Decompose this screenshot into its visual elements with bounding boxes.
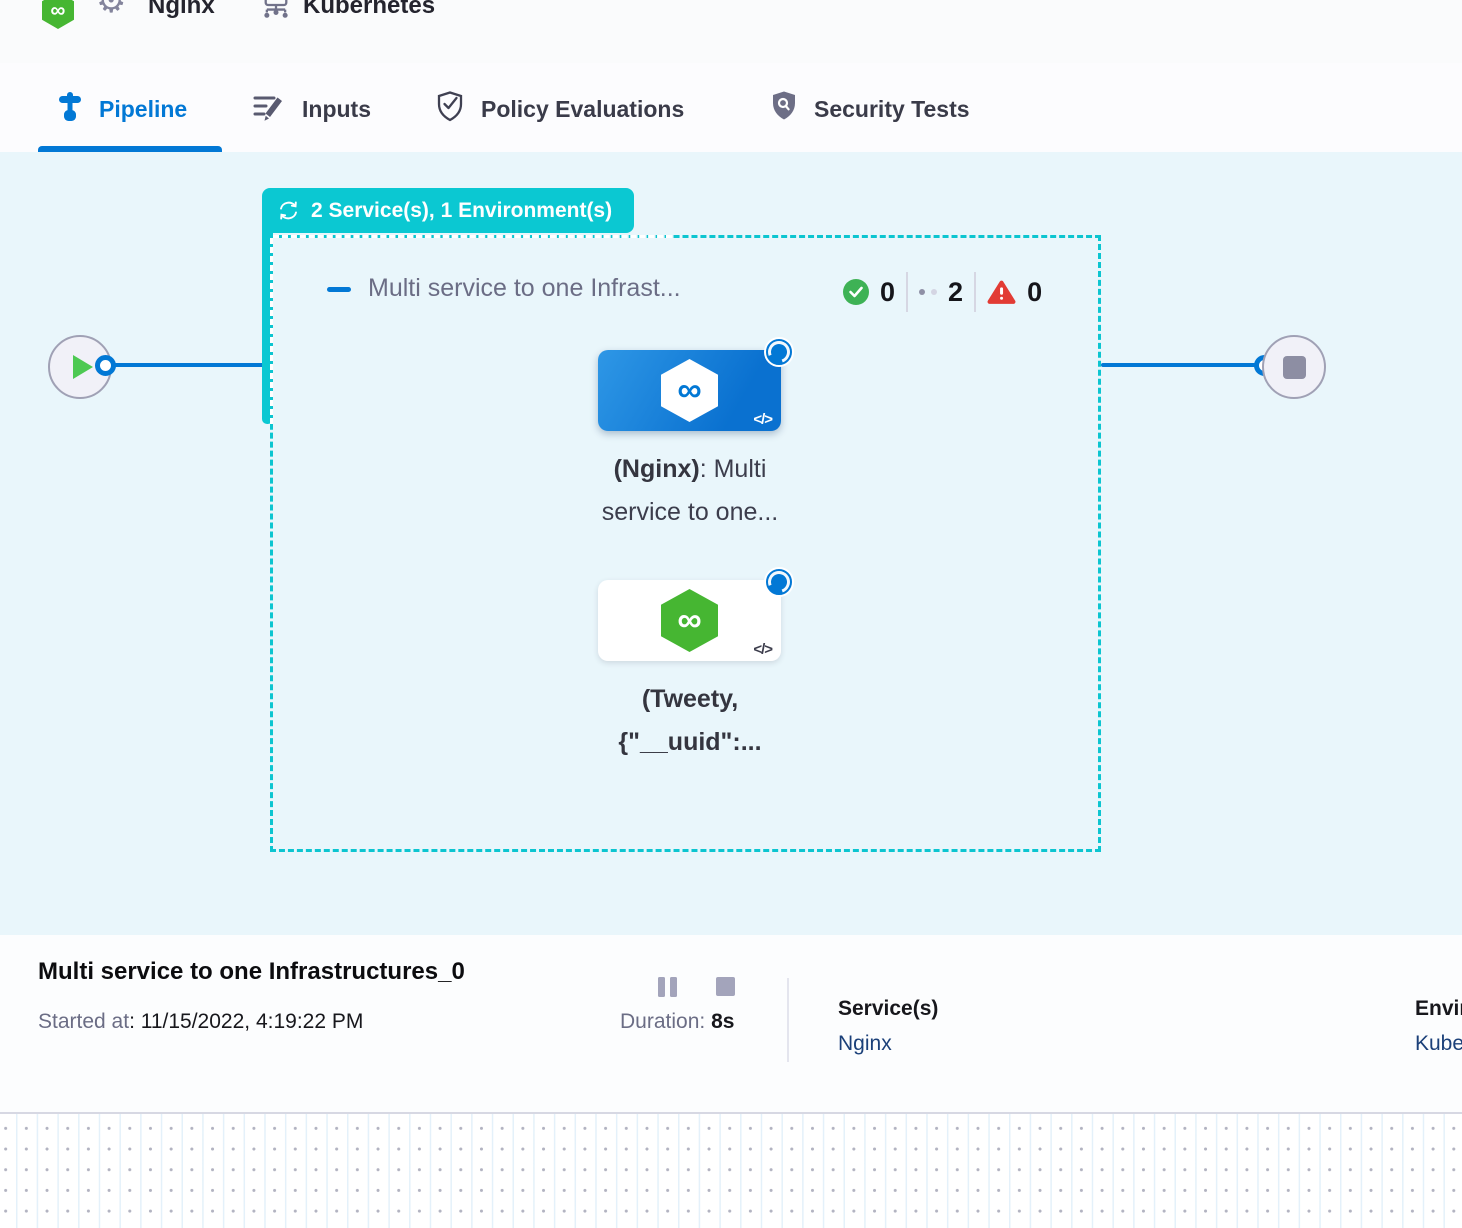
running-count: 2	[948, 276, 964, 307]
pipeline-name-crumb[interactable]: Nginx	[148, 0, 215, 19]
code-icon: </>	[753, 641, 773, 658]
started-at: Started at: 11/15/2022, 4:19:22 PM	[38, 1010, 363, 1034]
harness-service-icon: ∞	[661, 589, 718, 652]
inputs-icon	[252, 92, 286, 127]
environment-name-crumb[interactable]: Kubernetes	[303, 0, 436, 19]
harness-service-icon: ∞	[661, 359, 718, 422]
count-divider	[974, 272, 977, 312]
top-header: ∞ ⚙ Nginx Kubernetes	[0, 0, 1462, 64]
stage-group-box	[270, 235, 1101, 852]
dash-overlay-v	[270, 238, 273, 424]
loop-icon	[276, 199, 301, 222]
stop-icon	[716, 977, 735, 996]
service-node-tweety[interactable]: ∞ </>	[598, 567, 794, 661]
count-divider	[906, 272, 909, 312]
running-spinner-icon	[764, 567, 794, 597]
duration-value: 8s	[711, 1010, 735, 1033]
pipeline-end-node	[1262, 335, 1326, 399]
code-icon: </>	[753, 411, 773, 428]
connector-line-in	[105, 363, 265, 367]
stage-status-counts: 0 2 0	[843, 272, 1042, 312]
log-console-grid	[0, 1112, 1462, 1228]
active-tab-underline	[38, 146, 222, 152]
running-dots-icon	[919, 289, 938, 295]
stage-group-badge-label: 2 Service(s), 1 Environment(s)	[311, 198, 613, 222]
stop-icon	[1282, 355, 1306, 379]
stage-group-badge[interactable]: 2 Service(s), 1 Environment(s)	[262, 188, 635, 233]
pipeline-canvas: 2 Service(s), 1 Environment(s) Multi ser…	[0, 152, 1462, 935]
footer-divider	[787, 978, 789, 1062]
execution-footer: Multi service to one Infrastructures_0 S…	[0, 935, 1462, 1112]
tab-policy-evaluations[interactable]: Policy Evaluations	[435, 91, 684, 127]
stage-title: Multi service to one Infrast...	[368, 274, 681, 302]
success-count: 0	[880, 276, 896, 307]
services-label: Service(s)	[838, 997, 939, 1020]
tab-pipeline-label: Pipeline	[99, 95, 188, 122]
connector-line-out	[1101, 363, 1261, 367]
pause-execution-button[interactable]	[658, 977, 677, 997]
running-spinner-icon	[764, 337, 794, 367]
execution-title: Multi service to one Infrastructures_0	[38, 958, 465, 985]
duration-label: Duration:	[620, 1010, 706, 1033]
stage-group-strip	[262, 232, 273, 424]
warning-icon	[987, 279, 1016, 306]
tab-bar: Pipeline Inputs	[0, 63, 1462, 153]
tab-pipeline[interactable]: Pipeline	[57, 91, 187, 127]
tab-policy-evaluations-label: Policy Evaluations	[481, 95, 685, 122]
started-at-label: Started at	[38, 1010, 130, 1033]
services-value-link[interactable]: Nginx	[838, 1032, 892, 1055]
pause-icon	[658, 977, 665, 997]
infinity-glyph: ∞	[50, 0, 66, 22]
abort-execution-button[interactable]	[716, 977, 735, 996]
environments-label: Environment(s)	[1415, 997, 1462, 1020]
collapse-stage-icon[interactable]	[327, 287, 351, 292]
pause-icon	[670, 977, 677, 997]
success-count-icon	[843, 279, 869, 305]
service-node-nginx[interactable]: ∞ </>	[598, 337, 794, 431]
tab-security-tests[interactable]: Security Tests	[770, 91, 970, 127]
error-count: 0	[1027, 276, 1043, 307]
dash-overlay-h	[273, 235, 672, 238]
duration: Duration: 8s	[620, 1010, 734, 1034]
pipeline-icon	[57, 91, 83, 127]
service-node-tweety-label: (Tweety, {"__uuid":...	[618, 685, 762, 756]
service-node-nginx-label: (Nginx): Multi service to one...	[601, 455, 779, 526]
harness-logo-icon[interactable]: ∞	[42, 0, 74, 29]
connector-dot-start	[95, 355, 116, 376]
environments-value-link[interactable]: Kubernetes	[1415, 1032, 1462, 1055]
play-icon	[73, 355, 93, 379]
tab-inputs[interactable]: Inputs	[252, 91, 371, 127]
shield-search-icon	[770, 90, 798, 128]
environment-icon	[260, 0, 292, 25]
tab-security-tests-label: Security Tests	[814, 95, 970, 122]
gear-icon[interactable]: ⚙	[96, 0, 127, 20]
tab-inputs-label: Inputs	[302, 95, 371, 122]
shield-check-icon	[435, 90, 465, 128]
started-at-value: : 11/15/2022, 4:19:22 PM	[129, 1010, 364, 1033]
